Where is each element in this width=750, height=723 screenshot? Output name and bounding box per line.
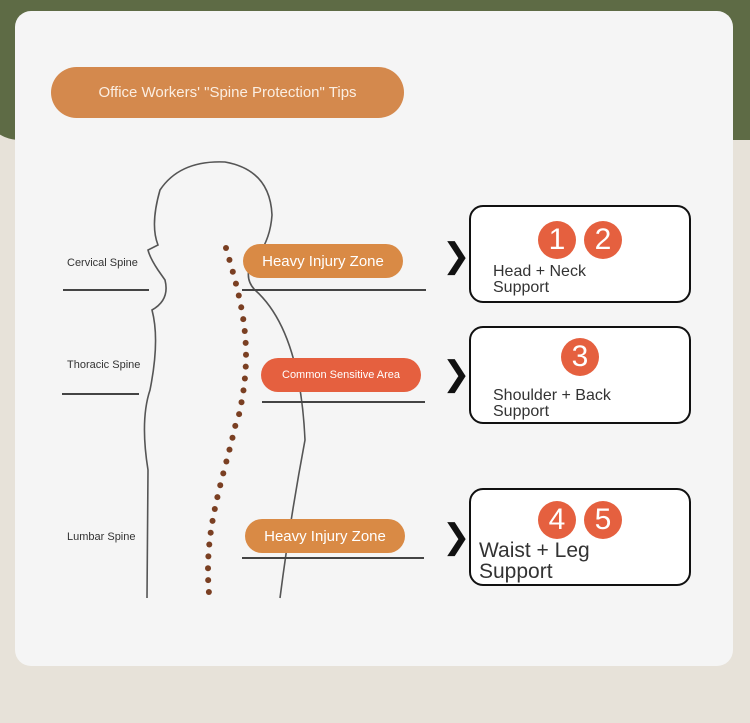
spine-dot bbox=[223, 245, 229, 251]
chevron-right-icon: ❯ bbox=[442, 237, 471, 275]
spine-dot bbox=[229, 434, 236, 441]
label-thoracic-spine: Thoracic Spine bbox=[67, 359, 141, 371]
spine-dot bbox=[205, 577, 212, 584]
number-badge: 5 bbox=[584, 501, 622, 539]
spine-dot bbox=[232, 280, 239, 287]
number-badge: 1 bbox=[538, 221, 576, 259]
spine-dot bbox=[236, 411, 243, 418]
spine-dot bbox=[209, 517, 216, 524]
spine-dot bbox=[205, 553, 212, 560]
spine-dot bbox=[240, 387, 247, 394]
spine-dot bbox=[214, 494, 221, 501]
spine-dot bbox=[217, 482, 224, 489]
spine-dot bbox=[220, 470, 227, 477]
spine-dot bbox=[242, 339, 249, 346]
divider bbox=[62, 393, 139, 395]
spine-dot bbox=[205, 565, 212, 572]
number-badge: 4 bbox=[538, 501, 576, 539]
divider bbox=[242, 289, 426, 291]
chevron-right-icon: ❯ bbox=[442, 518, 471, 556]
spine-dot bbox=[206, 541, 213, 548]
support-box-shoulder-back: 3 Shoulder + Back Support bbox=[469, 326, 691, 424]
spine-dot bbox=[241, 328, 248, 335]
spine-dot bbox=[242, 363, 249, 370]
spine-dot bbox=[229, 268, 236, 275]
spine-dot bbox=[211, 505, 218, 512]
number-badge: 3 bbox=[561, 338, 599, 376]
zone-lumbar: Heavy Injury Zone bbox=[245, 519, 405, 553]
spine-dot bbox=[240, 316, 247, 323]
spine-dots bbox=[205, 245, 249, 595]
spine-dot bbox=[226, 256, 233, 263]
zone-thoracic: Common Sensitive Area bbox=[261, 358, 421, 392]
divider bbox=[242, 557, 424, 559]
support-text: Shoulder + Back Support bbox=[493, 387, 611, 420]
chevron-right-icon: ❯ bbox=[442, 355, 471, 393]
divider bbox=[262, 401, 425, 403]
spine-dot bbox=[223, 458, 230, 465]
spine-dot bbox=[232, 422, 239, 429]
divider bbox=[63, 289, 149, 291]
support-text: Head + Neck Support bbox=[493, 263, 586, 296]
support-text: Waist + Leg Support bbox=[479, 539, 590, 583]
spine-dot bbox=[241, 375, 248, 382]
number-badge: 2 bbox=[584, 221, 622, 259]
spine-dot bbox=[226, 446, 233, 453]
zone-cervical: Heavy Injury Zone bbox=[243, 244, 403, 278]
label-cervical-spine: Cervical Spine bbox=[67, 257, 138, 269]
title-banner: Office Workers' "Spine Protection" Tips bbox=[51, 67, 404, 118]
spine-dot bbox=[207, 529, 214, 536]
spine-dot bbox=[238, 399, 245, 406]
spine-dot bbox=[205, 589, 212, 595]
spine-dot bbox=[238, 304, 245, 311]
label-lumbar-spine: Lumbar Spine bbox=[67, 531, 136, 543]
spine-dot bbox=[242, 351, 249, 358]
spine-dot bbox=[235, 292, 242, 299]
